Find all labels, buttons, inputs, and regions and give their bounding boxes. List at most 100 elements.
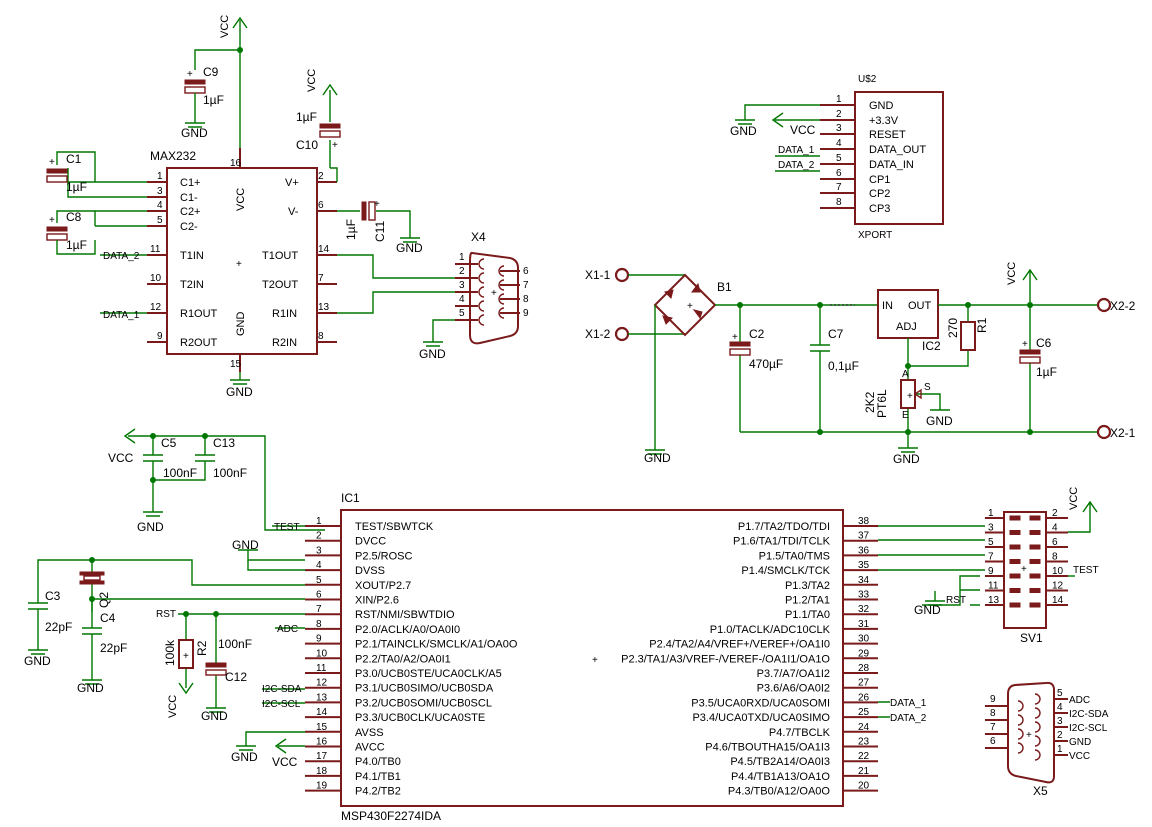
ic1-pin-num: 17	[316, 751, 328, 762]
ic1-pin-label: RST/NMI/SBWTDIO	[355, 609, 455, 621]
svg-text:+: +	[491, 288, 497, 299]
sv1-pin-num: 8	[1052, 552, 1058, 563]
svg-text:+: +	[687, 301, 693, 312]
sv1-pin-num: 6	[1052, 537, 1058, 548]
ic1-pin-num: 22	[858, 751, 870, 762]
sv1-pin-num: 12	[1052, 581, 1064, 592]
ic1-pin-label: P1.3/TA2	[785, 580, 830, 592]
ic1-pin-label: P4.3/TB0/A12/OA0O	[728, 786, 831, 798]
svg-text:+: +	[592, 655, 598, 666]
max232-name: MAX232	[150, 149, 196, 163]
x4-pin4: 4	[459, 294, 465, 305]
ic1-pin-label: P3.2/UCB0SOMI/UCB0SCL	[355, 697, 492, 709]
ic2-name: IC2	[922, 339, 941, 353]
ic1-pin-num: 31	[858, 619, 870, 630]
max232-c1minus-label: C1-	[180, 192, 198, 204]
ic1-pin-label: P3.3/UCB0CLK/UCA0STE	[355, 712, 485, 724]
x5-pin2: 2	[1057, 730, 1063, 741]
max232-pin13-num: 13	[318, 302, 330, 313]
ic1-pin-label: P3.6/A6/OA0I2	[757, 683, 830, 695]
svg-text:+: +	[907, 391, 913, 402]
ic1-pin-num: 13	[316, 692, 328, 703]
ic1-pin-label: P1.6/TA1/TDI/TCLK	[733, 536, 831, 548]
max232-pin15-num: 15	[230, 359, 242, 370]
c8-name: C8	[66, 210, 82, 224]
ic1-pin-label: P2.1/TAINCLK/SMCLK/A1/OA0O	[355, 639, 518, 651]
c12-name: C12	[225, 670, 247, 684]
xport-pin7-num: 7	[836, 182, 842, 193]
xport-pin6-num: 6	[836, 168, 842, 179]
ic1-pin-num: 2	[316, 531, 322, 542]
sv1-pin-num: 9	[988, 566, 994, 577]
sv1-pin-slot	[1009, 588, 1021, 593]
x5-pin6: 6	[990, 736, 996, 747]
r1-name: R1	[975, 317, 989, 333]
data1-label-max232: DATA_1	[103, 310, 140, 321]
xport-datain-label: DATA_IN	[869, 159, 914, 171]
max232-t2out-label: T2OUT	[262, 279, 298, 291]
gnd-label-reg: GND	[893, 452, 920, 466]
x5-sda-label: I2C-SDA	[1069, 709, 1109, 720]
gnd-label-c3: GND	[24, 654, 51, 668]
max232-origin-mark: +	[236, 259, 242, 270]
c2-name: C2	[749, 327, 765, 341]
x1-2-label: X1-2	[585, 327, 611, 341]
ic1-pin-label: P2.0/ACLK/A0/OA0I0	[355, 624, 460, 636]
sv1-pin-slot	[1029, 573, 1041, 579]
ic1-pin-label: P1.2/TA1	[785, 595, 830, 607]
c13-value: 100nF	[213, 466, 247, 480]
xport-name: XPORT	[858, 230, 892, 241]
ic1-pin-label: P4.1/TB1	[355, 771, 401, 783]
c11-value: 1µF	[344, 219, 358, 240]
adc-label-ic1: ADC	[277, 624, 298, 635]
c10-value: 1µF	[296, 110, 317, 124]
gnd-label-max232: GND	[226, 385, 253, 399]
ic1-pin-label: DVCC	[355, 536, 386, 548]
x2-1-label: X2-1	[1110, 426, 1136, 440]
c10-net: VCC + 1µF C10	[296, 69, 341, 182]
sv1-pin-slot	[1029, 515, 1041, 521]
vcc-label-decoup: VCC	[108, 451, 134, 465]
c5-value: 100nF	[163, 466, 197, 480]
ic1-pin-num: 36	[858, 545, 870, 556]
gnd-label-c11: GND	[396, 241, 423, 255]
ic2-adj-label: ADJ	[896, 321, 917, 333]
x4-pin7: 7	[523, 280, 529, 291]
pot-e-label: E	[902, 410, 909, 421]
ic1-pin-num: 25	[858, 707, 870, 718]
ic1-pin-label: P1.5/TA0/TMS	[759, 550, 830, 562]
ic2-out-label: OUT	[908, 300, 932, 312]
ic1-pin-label: P3.1/UCB0SIMO/UCB0SDA	[355, 683, 494, 695]
svg-text:+: +	[374, 199, 380, 210]
max232-pin3-num: 3	[157, 186, 163, 197]
ic1-pin-num: 28	[858, 663, 870, 674]
ic1-pin-num: 24	[858, 722, 870, 733]
ic1-pin-label: P4.7/TBCLK	[769, 727, 831, 739]
max232-r1in-label: R1IN	[272, 308, 297, 320]
power-supply: X1-1 X1-2 + B1 GND + C2 470µF C7 0,1µF I…	[585, 262, 1136, 466]
rst-label-ic1: RST	[156, 609, 176, 620]
sv1-pin-num: 5	[988, 537, 994, 548]
sv1-name: SV1	[1020, 631, 1043, 645]
max232-pin16-num: 16	[230, 158, 242, 169]
ic1-pin-num: 20	[858, 781, 870, 792]
max232-pin12-num: 12	[150, 302, 162, 313]
svg-text:+: +	[49, 157, 55, 168]
xport-gnd-label: GND	[869, 100, 894, 112]
x5-pin4: 4	[1057, 702, 1063, 713]
ic1-pin-num: 15	[316, 722, 328, 733]
ic1-pin-label: TEST/SBWTCK	[355, 521, 434, 533]
ic1-pin-label: P3.5/UCA0RXD/UCA0SOMI	[691, 697, 830, 709]
ic1-pin-label: AVCC	[355, 742, 385, 754]
gnd-label-avss: GND	[231, 750, 258, 764]
ic1-pin-num: 32	[858, 604, 870, 615]
c3-value: 22pF	[45, 620, 72, 634]
xport-dataout-label: DATA_OUT	[869, 144, 926, 156]
sv1-pin-slot	[1009, 573, 1021, 579]
test-label-ic1: TEST	[274, 522, 300, 533]
gnd-label-decoup: GND	[137, 520, 164, 534]
data1-label-xport: DATA_1	[778, 145, 815, 156]
ic1-pin-num: 8	[316, 619, 322, 630]
x5-pin7: 7	[990, 722, 996, 733]
